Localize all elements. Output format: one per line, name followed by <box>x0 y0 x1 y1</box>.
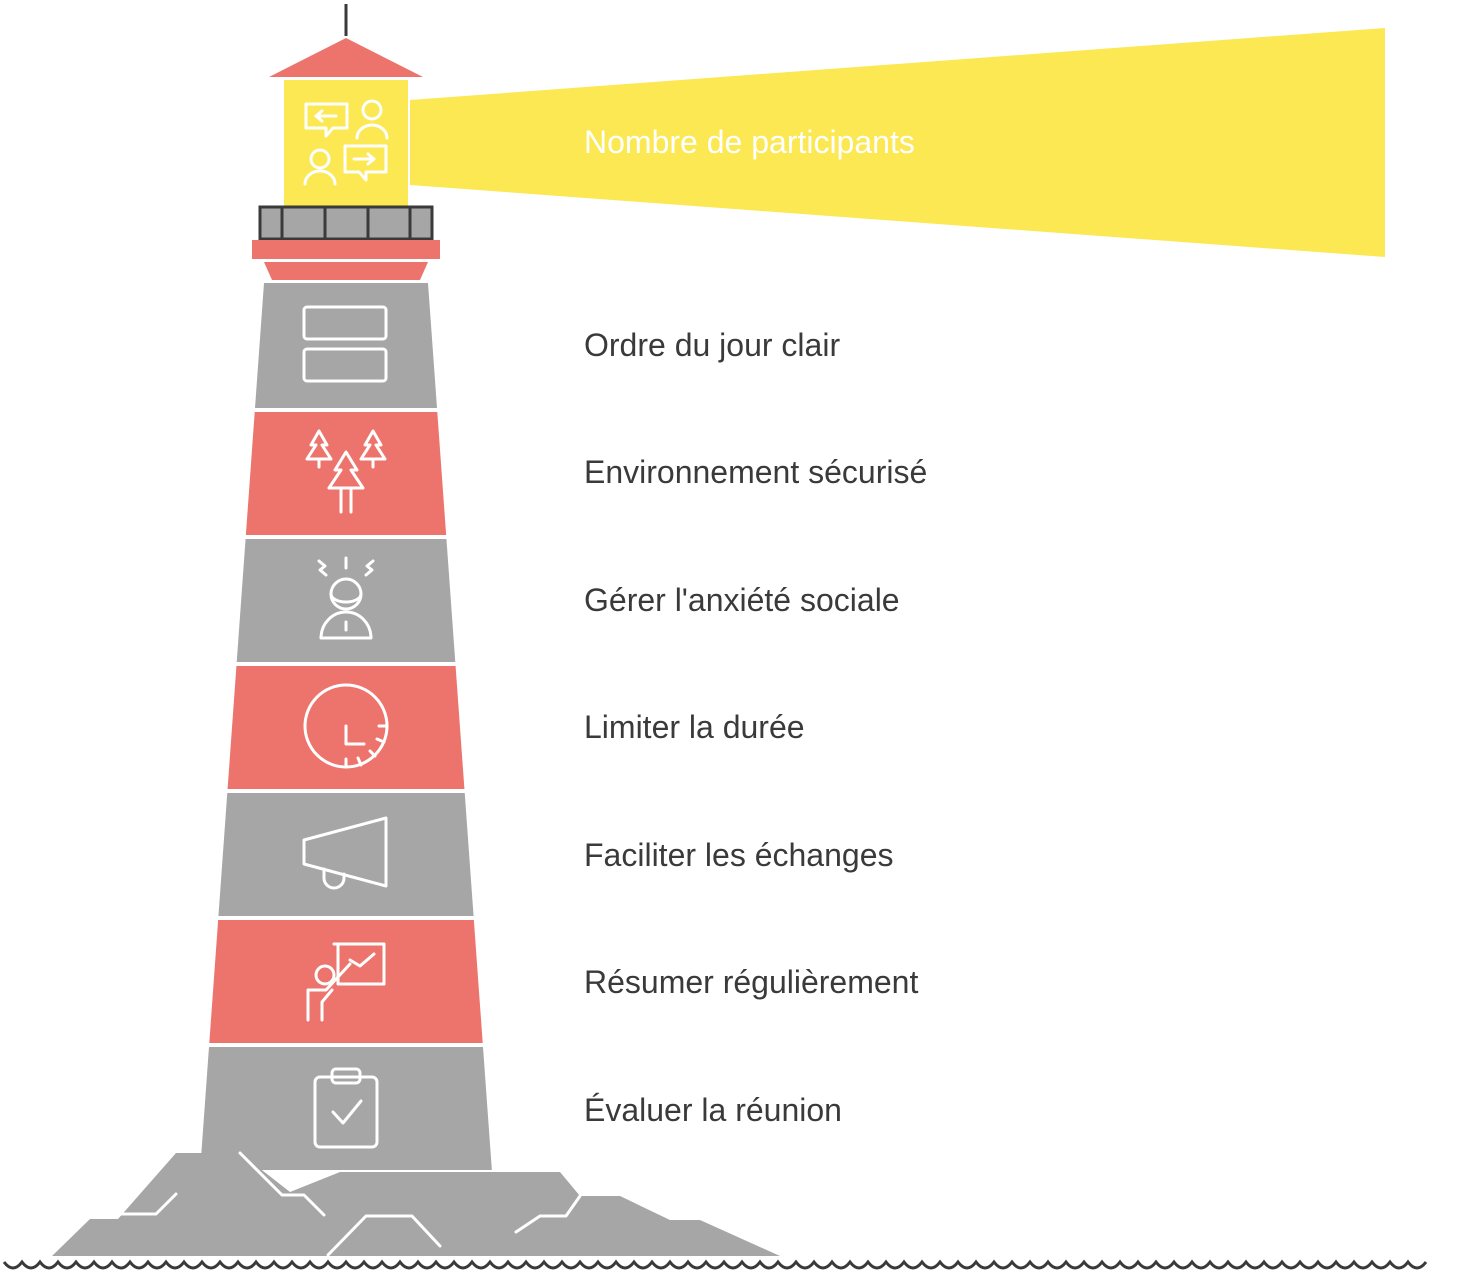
anxious-person-icon <box>317 556 375 640</box>
sea-waves <box>2 1259 1428 1270</box>
tower-section-6 <box>209 920 483 1043</box>
tower-section-7 <box>200 1047 492 1170</box>
rocks <box>52 1153 780 1256</box>
section-label-agenda: Ordre du jour clair <box>584 327 841 363</box>
presenter-board-icon <box>306 942 386 1022</box>
lighthouse-tower <box>200 283 492 1170</box>
megaphone-icon <box>302 816 388 890</box>
tower-section-2 <box>245 412 447 535</box>
balcony <box>252 240 440 259</box>
tower-section-1 <box>255 283 437 408</box>
section-label-duration: Limiter la durée <box>584 709 805 745</box>
section-label-anxiety: Gérer l'anxiété sociale <box>584 582 900 618</box>
agenda-blocks-icon <box>302 305 388 383</box>
tower-section-5 <box>218 793 474 916</box>
trees-icon <box>305 429 387 514</box>
clock-icon <box>303 683 389 769</box>
balcony-base <box>264 262 428 280</box>
lighthouse-roof <box>269 38 423 77</box>
section-label-evaluate: Évaluer la réunion <box>584 1092 842 1128</box>
lantern-room <box>284 80 408 207</box>
gallery-railing <box>258 205 434 241</box>
rock-outlines <box>116 1151 582 1257</box>
section-label-exchanges: Faciliter les échanges <box>584 837 894 873</box>
light-beam <box>410 28 1385 257</box>
section-label-environment: Environnement sécurisé <box>584 454 928 490</box>
beam-label: Nombre de participants <box>584 124 915 160</box>
section-label-summary: Résumer régulièrement <box>584 964 919 1000</box>
clipboard-check-icon <box>313 1067 379 1149</box>
conversation-people-icon <box>303 99 389 186</box>
